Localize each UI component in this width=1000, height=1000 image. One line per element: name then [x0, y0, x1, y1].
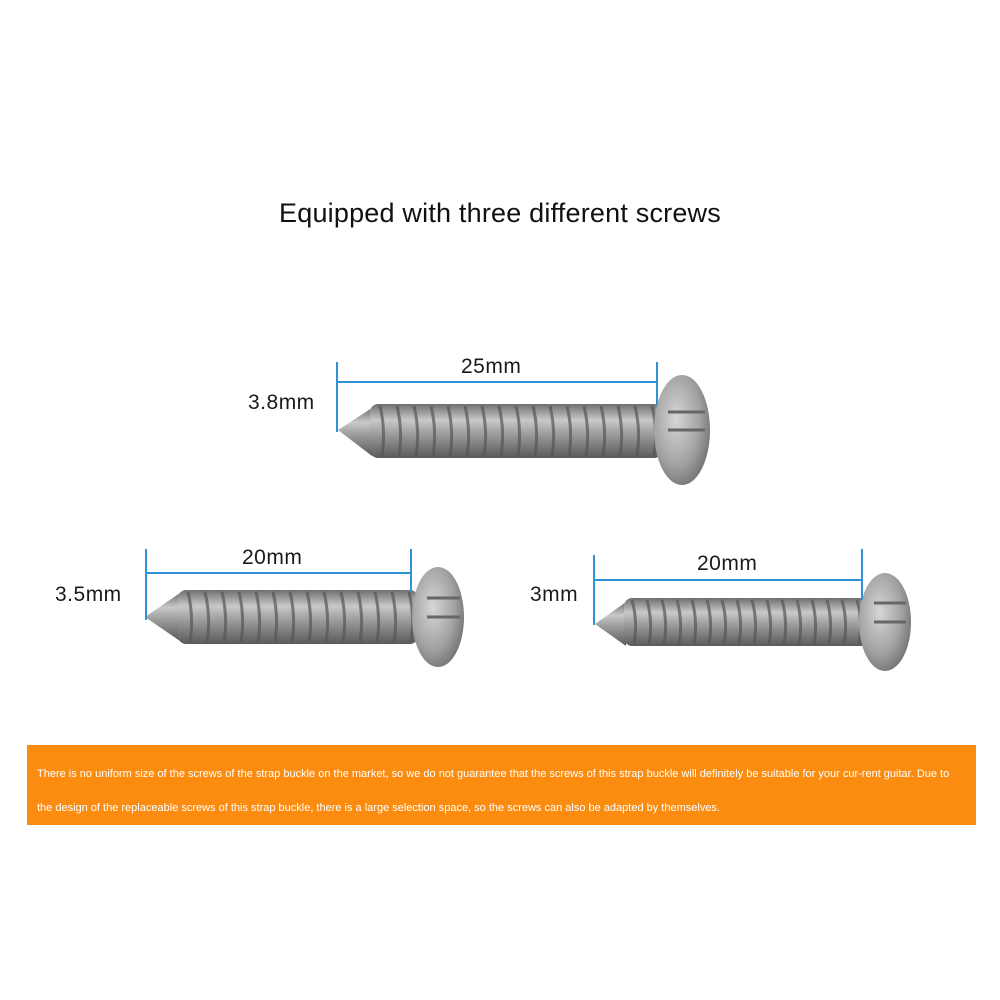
thread: [690, 599, 698, 645]
thread: [616, 405, 624, 457]
length-label: 20mm: [242, 546, 303, 569]
screw-20mm-3.5: [145, 549, 464, 667]
diameter-label: 3mm: [530, 583, 579, 606]
thread-lines: [630, 599, 863, 645]
thread: [480, 405, 488, 457]
notice-banner: There is no uniform size of the screws o…: [27, 745, 976, 825]
thread: [412, 405, 420, 457]
thread: [675, 599, 683, 645]
thread: [356, 591, 364, 643]
thread: [780, 599, 788, 645]
length-label: 25mm: [461, 355, 522, 378]
thread: [582, 405, 590, 457]
thread: [720, 599, 728, 645]
notice-text: There is no uniform size of the screws o…: [37, 768, 950, 814]
screw-20mm-3: [593, 549, 911, 671]
thread: [514, 405, 522, 457]
thread: [220, 591, 228, 643]
thread: [288, 591, 296, 643]
thread: [497, 405, 505, 457]
diameter-label: 3.5mm: [55, 583, 122, 606]
thread: [446, 405, 454, 457]
thread: [660, 599, 668, 645]
length-label: 20mm: [697, 552, 758, 575]
thread: [825, 599, 833, 645]
diameter-label: 3.8mm: [248, 391, 315, 414]
thread: [795, 599, 803, 645]
thread: [630, 599, 638, 645]
thread: [305, 591, 313, 643]
thread: [548, 405, 556, 457]
page-title: Equipped with three different screws: [279, 198, 721, 228]
thread: [373, 591, 381, 643]
thread: [750, 599, 758, 645]
thread-lines: [378, 405, 658, 457]
thread-lines: [186, 591, 415, 643]
thread: [322, 591, 330, 643]
thread: [429, 405, 437, 457]
thread: [810, 599, 818, 645]
thread: [531, 405, 539, 457]
thread: [599, 405, 607, 457]
thread: [237, 591, 245, 643]
thread: [565, 405, 573, 457]
thread: [390, 591, 398, 643]
thread: [395, 405, 403, 457]
thread: [203, 591, 211, 643]
thread: [765, 599, 773, 645]
screw-25mm: [336, 362, 710, 485]
thread: [186, 591, 194, 643]
thread: [378, 405, 386, 457]
thread: [645, 599, 653, 645]
thread: [633, 405, 641, 457]
thread: [254, 591, 262, 643]
thread: [840, 599, 848, 645]
thread: [705, 599, 713, 645]
thread: [463, 405, 471, 457]
thread: [271, 591, 279, 643]
thread: [339, 591, 347, 643]
thread: [735, 599, 743, 645]
